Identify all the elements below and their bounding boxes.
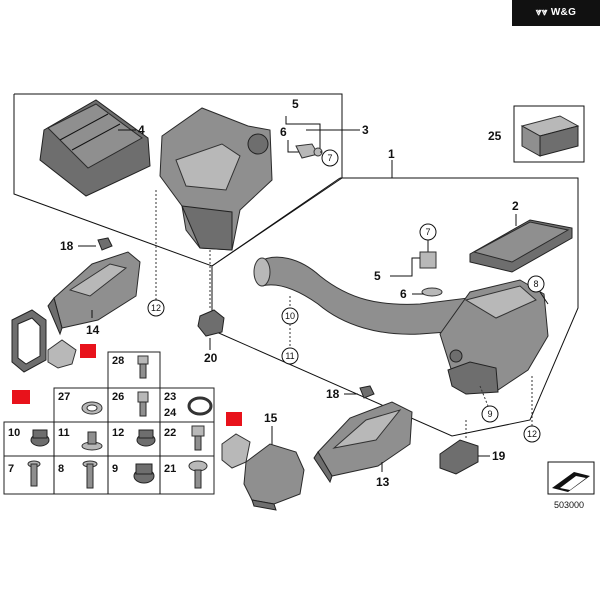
part-label-1: 1	[388, 147, 395, 161]
part-label-13: 13	[376, 475, 390, 489]
bolt-22-icon	[191, 425, 205, 451]
seal-frame-left-icon	[11, 309, 47, 373]
part-label-19: 19	[492, 449, 506, 463]
part-label-18-lower: 18	[326, 387, 340, 401]
callout-8: 8	[533, 279, 538, 289]
callout-10: 10	[285, 311, 295, 321]
grid-label-12: 12	[112, 427, 124, 439]
callout-12-right: 12	[527, 429, 537, 439]
part-label-5-right: 5	[374, 269, 381, 283]
grid-label-8: 8	[58, 463, 64, 475]
part-label-18-upper: 18	[60, 239, 74, 253]
part-label-6-right: 6	[400, 287, 407, 301]
grid-label-21: 21	[164, 463, 176, 475]
brand-logo-icon: ⩔⩔	[535, 7, 551, 18]
bracket-19-icon	[439, 439, 479, 475]
part-label-14: 14	[86, 323, 100, 337]
grid-label-23: 23	[164, 391, 176, 403]
grommet-10-icon	[30, 429, 50, 447]
lower-air-box-icon	[439, 279, 549, 395]
grid-label-9: 9	[112, 463, 118, 475]
part-label-15: 15	[264, 411, 278, 425]
grommet-12-icon	[136, 429, 156, 447]
o-ring-23-icon	[187, 396, 213, 416]
brand-badge: ⩔⩔ W&G	[512, 0, 600, 26]
grid-label-26: 26	[112, 391, 124, 403]
duct-13-icon	[313, 401, 413, 484]
frame-upper-left	[13, 93, 343, 267]
callout-11: 11	[285, 351, 294, 361]
grommet-20-icon	[197, 309, 225, 337]
reference-number: 503000	[554, 500, 584, 510]
screw-7-icon	[27, 460, 41, 487]
callout-7-right: 7	[425, 227, 430, 237]
marker-red-left	[12, 390, 30, 404]
valve-28-icon	[137, 355, 149, 379]
grid-label-27: 27	[58, 391, 70, 403]
brand-label: W&G	[550, 7, 577, 18]
clip-11-icon	[81, 431, 103, 451]
sensor-right-icon	[419, 251, 443, 297]
grid-label-7: 7	[8, 463, 14, 475]
grid-label-28: 28	[112, 355, 124, 367]
callout-12-left: 12	[151, 303, 161, 313]
callout-9: 9	[487, 409, 492, 419]
marker-red-middle	[80, 344, 96, 358]
part-label-2: 2	[512, 199, 519, 213]
grid-label-22: 22	[164, 427, 176, 439]
part-label-5-upper: 5	[292, 97, 299, 111]
part-label-6-upper: 6	[280, 125, 287, 139]
part-label-25: 25	[488, 129, 502, 143]
marker-red-lower	[226, 412, 242, 426]
screw-8-icon	[82, 460, 98, 489]
fitting-26-icon	[137, 391, 149, 417]
mesh-screen-left-icon	[47, 339, 77, 369]
part-label-4: 4	[138, 123, 145, 137]
air-filter-icon	[39, 99, 151, 197]
part-label-3: 3	[362, 123, 369, 137]
small-parts-grid	[3, 351, 215, 495]
callout-7-upper: 7	[327, 153, 332, 163]
elbow-15-icon	[243, 443, 305, 511]
part-label-20: 20	[204, 351, 218, 365]
mass-air-sensor-icon	[295, 143, 323, 159]
washer-27-icon	[81, 401, 103, 415]
air-cleaner-housing-icon	[159, 107, 273, 251]
frame-right	[211, 177, 579, 437]
grommet-9-icon	[133, 463, 155, 484]
grid-label-10: 10	[8, 427, 20, 439]
duct-14-icon	[47, 251, 141, 336]
corner-arrow-icon	[552, 472, 590, 492]
grid-label-24: 24	[164, 407, 177, 419]
bolt-21-icon	[188, 460, 208, 489]
reference-box	[547, 461, 595, 495]
grid-label-11: 11	[58, 427, 70, 439]
parts-box-icon	[520, 115, 580, 157]
air-filter-right-icon	[469, 219, 573, 273]
